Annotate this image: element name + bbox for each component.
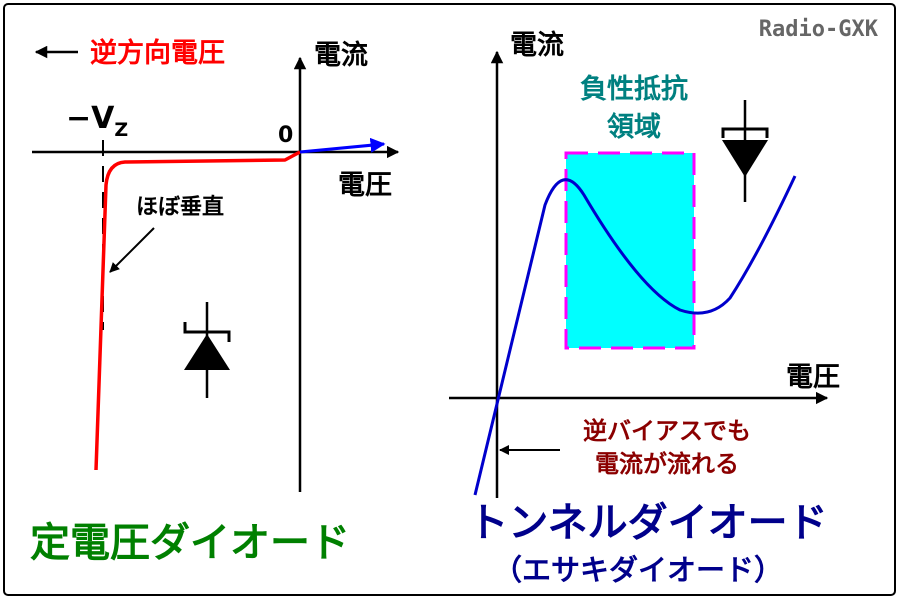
vz-label: −VZ <box>66 101 128 141</box>
reverse-note-line1: 逆バイアスでも <box>583 417 751 445</box>
zener-title: 定電圧ダイオード <box>30 520 350 566</box>
near-vertical-label: ほぼ垂直 <box>136 194 224 220</box>
zener-voltage-label: 電圧 <box>338 170 392 201</box>
tunnel-subtitle: （エサキダイオード） <box>493 553 783 587</box>
region-label-line1: 負性抵抗 <box>580 73 688 105</box>
tunnel-diode-symbol-icon <box>721 100 769 202</box>
watermark: Radio-GXK <box>759 17 879 42</box>
region-label-line2: 領域 <box>607 111 661 143</box>
zener-current-label: 電流 <box>314 40 368 71</box>
near-vertical-arrow <box>109 227 155 273</box>
negative-resistance-region <box>564 151 696 350</box>
reverse-voltage-label: 逆方向電圧 <box>90 37 225 69</box>
tunnel-voltage-label: 電圧 <box>786 362 840 393</box>
tunnel-iv-curve <box>473 175 797 496</box>
zener-forward-curve <box>299 137 386 154</box>
origin-label: 0 <box>278 123 293 148</box>
zener-panel: 逆方向電圧 電流 電圧 0 −VZ ほぼ垂直 定電圧ダイオード <box>30 37 400 566</box>
zener-reverse-curve <box>94 150 301 471</box>
reverse-note-line2: 電流が流れる <box>595 450 739 478</box>
tunnel-title: トンネルダイオード <box>468 500 827 546</box>
zener-diode-symbol-icon <box>183 302 231 398</box>
tunnel-panel: 電流 電圧 負性抵抗 領域 逆バイアスでも 電流が流れる トンネルダイオード （… <box>449 30 840 587</box>
tunnel-current-label: 電流 <box>510 30 564 61</box>
